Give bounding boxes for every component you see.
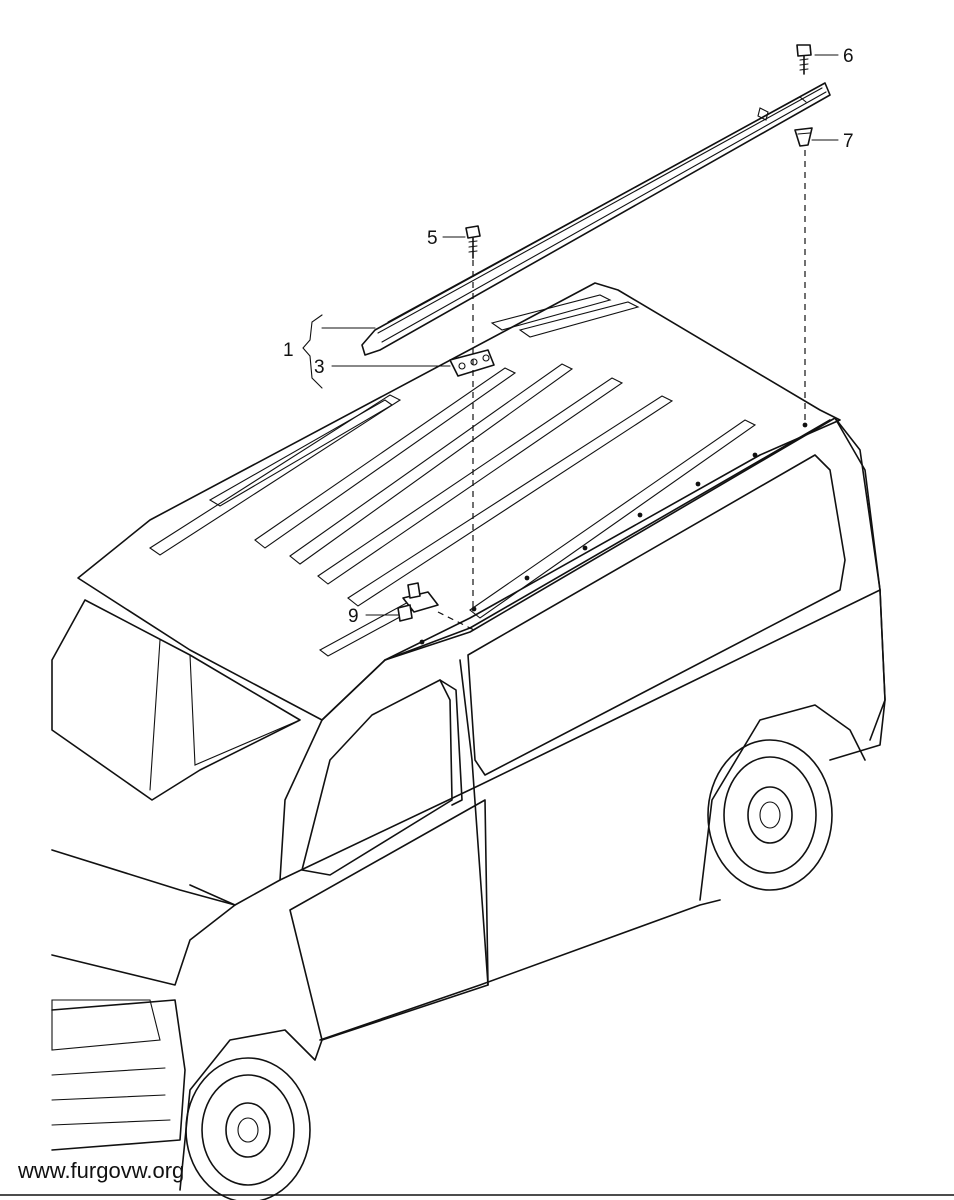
side-lower-sill	[319, 899, 721, 1041]
front-door-window	[301, 679, 453, 876]
sliding-door-seam	[459, 659, 489, 986]
windscreen	[51, 599, 301, 801]
van-body	[51, 282, 886, 1200]
roof-ribs	[149, 294, 757, 657]
headlight	[51, 999, 161, 1051]
bracket-part-3	[449, 349, 495, 377]
front-door-bottom	[289, 799, 489, 1041]
callout-1: 1	[283, 340, 294, 361]
roof-panel	[77, 282, 841, 721]
rear-wheel-arch	[699, 704, 866, 901]
grille-lines	[51, 1067, 171, 1126]
rear-wheel	[707, 739, 833, 891]
callout-7: 7	[843, 131, 854, 152]
callout-9: 9	[348, 606, 359, 627]
roof-rail-part-1	[361, 82, 831, 356]
watermark-url: www.furgovw.org	[17, 1158, 184, 1183]
callout-5: 5	[427, 228, 438, 249]
clip-part-9	[397, 582, 439, 622]
front-wheel-arch	[179, 1029, 323, 1191]
roof-mounting-holes	[419, 422, 808, 645]
rear-side-window	[467, 454, 846, 776]
bonnet	[51, 849, 236, 986]
screw-part-6	[796, 44, 812, 75]
b-pillar	[439, 679, 463, 806]
front-bumper	[51, 999, 186, 1151]
callout-leaders	[302, 54, 839, 616]
callout-3: 3	[314, 357, 325, 378]
clip-part-7	[794, 127, 813, 147]
alignment-lines	[437, 150, 806, 631]
front-wheel	[185, 1057, 311, 1200]
side-body	[321, 417, 886, 761]
rear-corner	[834, 417, 886, 741]
side-belt-line	[279, 589, 881, 881]
windscreen-inner	[149, 639, 301, 791]
a-pillar	[189, 719, 323, 906]
screw-part-5	[465, 225, 481, 259]
callout-6: 6	[843, 46, 854, 67]
